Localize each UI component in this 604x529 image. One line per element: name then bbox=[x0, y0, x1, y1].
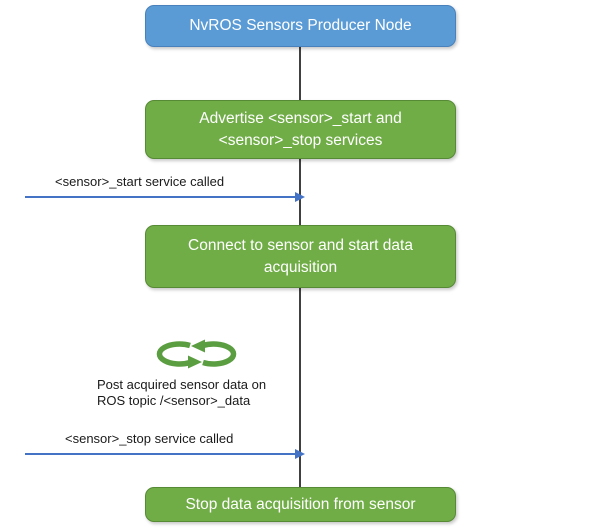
node-producer: NvROS Sensors Producer Node bbox=[145, 5, 456, 47]
node-producer-label: NvROS Sensors Producer Node bbox=[189, 17, 412, 35]
stop-service-message-label: <sensor>_stop service called bbox=[65, 431, 234, 446]
node-advertise-services: Advertise <sensor>_start and <sensor>_st… bbox=[145, 100, 456, 159]
loop-caption-line2: ROS topic /<sensor>_data bbox=[97, 393, 251, 408]
loop-arrows-icon bbox=[156, 339, 237, 369]
node-connect-sensor: Connect to sensor and start data acquisi… bbox=[145, 225, 456, 288]
node-stop-acquisition: Stop data acquisition from sensor bbox=[145, 487, 456, 522]
loop-caption-line1: Post acquired sensor data on bbox=[97, 377, 267, 392]
loop-caption: Post acquired sensor data on ROS topic /… bbox=[97, 377, 307, 409]
start-service-arrowhead-icon bbox=[295, 191, 305, 202]
stop-service-arrowhead-icon bbox=[295, 448, 305, 459]
start-service-message-label: <sensor>_start service called bbox=[55, 174, 225, 189]
start-service-arrow bbox=[25, 196, 297, 198]
node-advertise-label: Advertise <sensor>_start and <sensor>_st… bbox=[199, 109, 402, 149]
node-connect-label: Connect to sensor and start data acquisi… bbox=[188, 236, 413, 276]
stop-service-arrow bbox=[25, 453, 297, 455]
node-stop-label: Stop data acquisition from sensor bbox=[185, 495, 416, 513]
